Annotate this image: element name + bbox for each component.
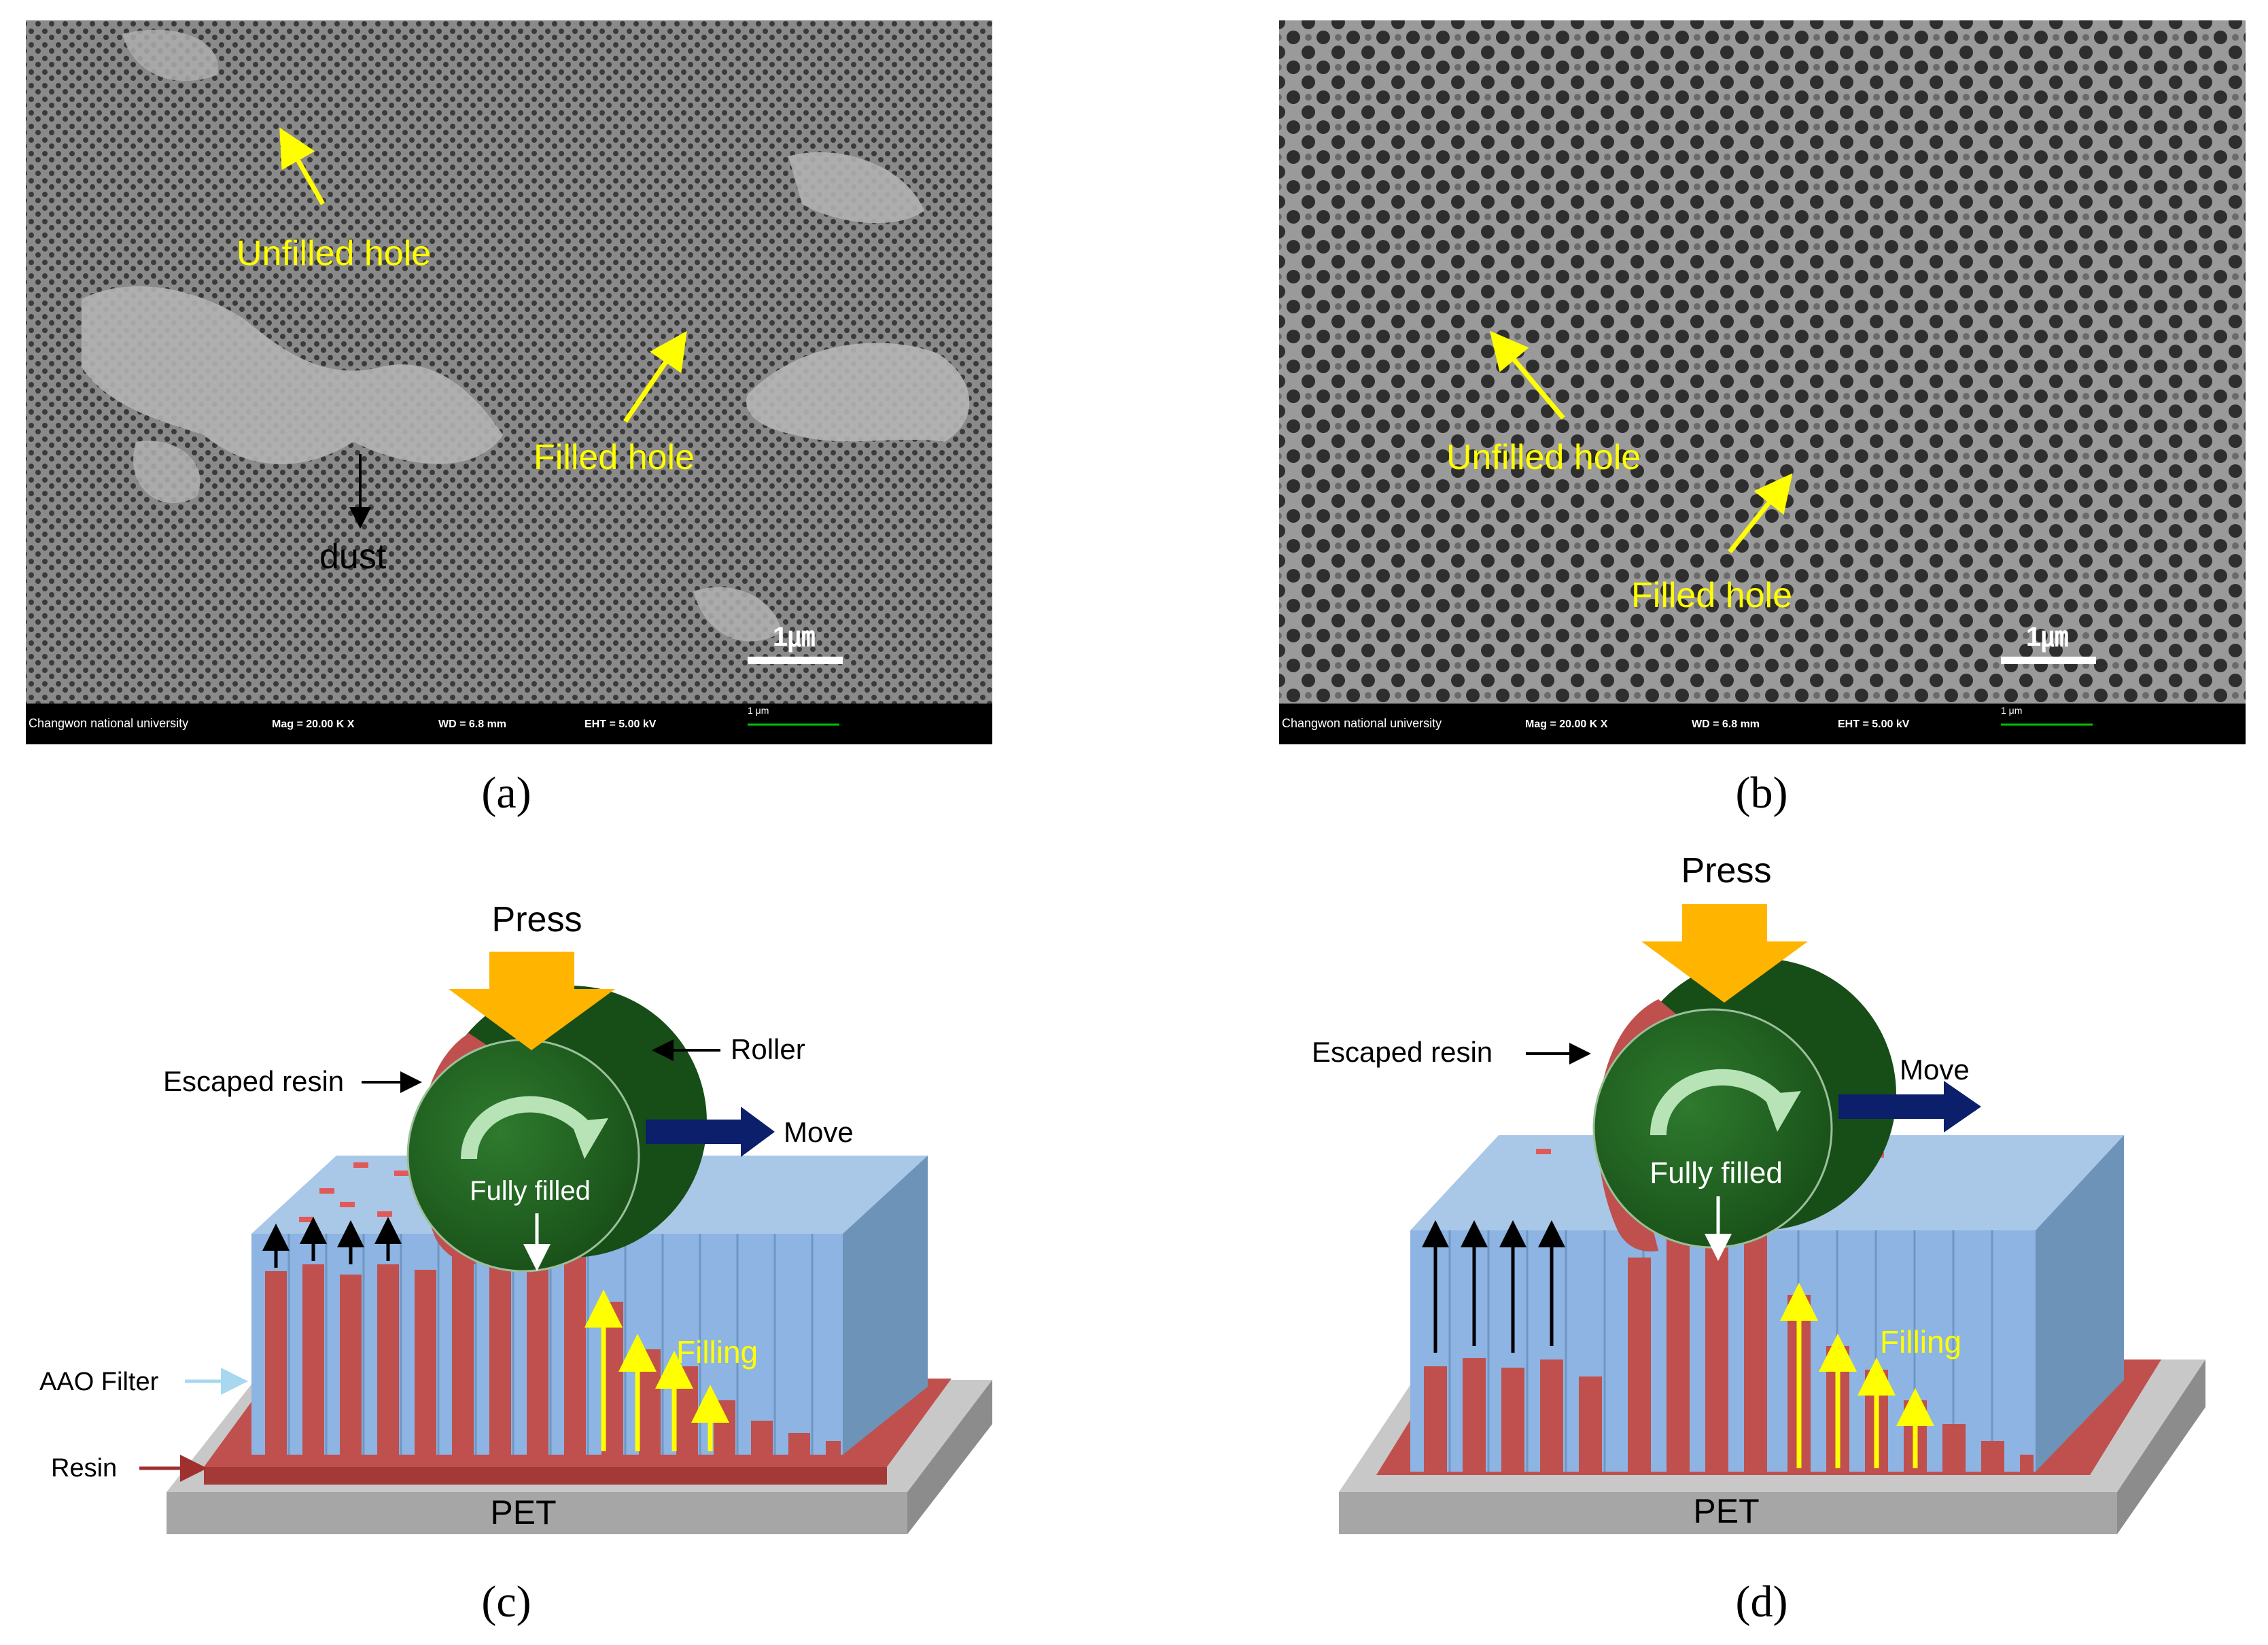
filled-label-a: Filled hole bbox=[534, 438, 695, 477]
sem-b-institution: Changwon national university bbox=[1282, 716, 1442, 730]
sem-a-wd: WD = 6.8 mm bbox=[438, 718, 506, 730]
fully-filled-label-c: Fully filled bbox=[470, 1176, 591, 1206]
sem-a-debris bbox=[693, 587, 782, 642]
sem-a-debris bbox=[82, 286, 503, 464]
sem-a-debris bbox=[788, 152, 924, 224]
escape-arrows-d bbox=[1422, 1220, 1565, 1353]
unfilled-label-a: Unfilled hole bbox=[237, 234, 431, 273]
aao-side-c bbox=[843, 1156, 928, 1455]
move-label-d: Move bbox=[1900, 1054, 1970, 1086]
escaped-resin-label-d: Escaped resin bbox=[1312, 1036, 1493, 1068]
aao-side-d bbox=[2036, 1135, 2124, 1472]
sem-a-bar-label: 1 μm bbox=[748, 705, 769, 716]
filled-arrow-b bbox=[1728, 473, 1793, 554]
caption-d: (d) bbox=[1736, 1577, 1788, 1627]
rotation-arrow-c bbox=[461, 1096, 591, 1160]
escaped-resin-label-c: Escaped resin bbox=[163, 1065, 344, 1097]
filling-label-c: Filling bbox=[676, 1334, 758, 1370]
panel-c-schematic: PET bbox=[39, 900, 992, 1627]
aao-channel-lines-c bbox=[287, 1234, 814, 1455]
panel-b-sem-image: 1㎛ Unfilled hole Filled hole Changwon na… bbox=[1279, 20, 2246, 818]
press-arrow-c bbox=[449, 952, 615, 1050]
filling-arrows-c bbox=[585, 1289, 729, 1451]
press-label-c: Press bbox=[492, 900, 582, 939]
resin-layer-front-c bbox=[204, 1467, 887, 1485]
press-arrow-d bbox=[1641, 904, 1808, 1003]
escape-arrows-c bbox=[262, 1217, 402, 1268]
sem-a-scale-bar bbox=[748, 657, 843, 664]
unfilled-arrow-a bbox=[279, 127, 326, 205]
move-label-c: Move bbox=[784, 1116, 854, 1148]
unfilled-label-b: Unfilled hole bbox=[1446, 438, 1641, 477]
pet-front-c bbox=[167, 1492, 907, 1534]
sem-a-institution: Changwon national university bbox=[29, 716, 188, 730]
sem-b-mag: Mag = 20.00 K X bbox=[1525, 718, 1608, 730]
sem-a-debris bbox=[122, 29, 218, 82]
roller-face-d bbox=[1592, 1008, 1833, 1249]
resin-label: Resin bbox=[51, 1454, 117, 1483]
sem-a-scale-label: 1㎛ bbox=[773, 622, 815, 653]
pet-side-c bbox=[907, 1380, 992, 1534]
panel-d-schematic: PET bbox=[1312, 851, 2205, 1627]
dust-label: dust bbox=[319, 537, 387, 576]
unfilled-arrow-b bbox=[1489, 330, 1565, 420]
filled-arrow-a bbox=[623, 330, 687, 423]
sem-b-scale-bar bbox=[2001, 657, 2096, 664]
filling-label-d: Filling bbox=[1880, 1324, 1961, 1360]
sem-a-eht: EHT = 5.00 kV bbox=[585, 718, 657, 730]
sem-b-pores bbox=[1279, 20, 2246, 704]
fully-filled-label-d: Fully filled bbox=[1650, 1156, 1783, 1190]
sem-b-eht: EHT = 5.00 kV bbox=[1838, 718, 1910, 730]
pet-label-d: PET bbox=[1693, 1492, 1759, 1530]
press-label-d: Press bbox=[1681, 851, 1772, 890]
sem-b-wd: WD = 6.8 mm bbox=[1692, 718, 1760, 730]
filling-arrows-d bbox=[1780, 1283, 1934, 1468]
move-arrow-d bbox=[1838, 1081, 1981, 1132]
pet-front-d bbox=[1339, 1492, 2117, 1534]
pet-side-d bbox=[2117, 1360, 2205, 1534]
pet-label-c: PET bbox=[490, 1493, 556, 1531]
rotation-arrow-head-c bbox=[571, 1118, 608, 1159]
sem-b-bar-label: 1 μm bbox=[2001, 705, 2022, 716]
filled-label-b: Filled hole bbox=[1631, 576, 1792, 615]
aao-filter-label: AAO Filter bbox=[39, 1368, 159, 1396]
roller-label-c: Roller bbox=[731, 1033, 805, 1065]
move-arrow-c bbox=[646, 1107, 775, 1157]
caption-b: (b) bbox=[1736, 768, 1788, 818]
sem-b-scale-label: 1㎛ bbox=[2026, 622, 2068, 653]
caption-a: (a) bbox=[481, 768, 531, 818]
sem-a-debris bbox=[746, 343, 970, 442]
caption-c: (c) bbox=[481, 1577, 531, 1627]
panel-a-sem-image: 1㎛ Unfilled hole Filled hole dust Changw… bbox=[26, 20, 992, 818]
sem-a-mag: Mag = 20.00 K X bbox=[272, 718, 355, 730]
rotation-arrow-d bbox=[1650, 1069, 1783, 1136]
roller-face-c bbox=[406, 1039, 640, 1272]
rotation-arrow-head-d bbox=[1764, 1091, 1801, 1132]
sem-a-debris bbox=[133, 440, 200, 504]
